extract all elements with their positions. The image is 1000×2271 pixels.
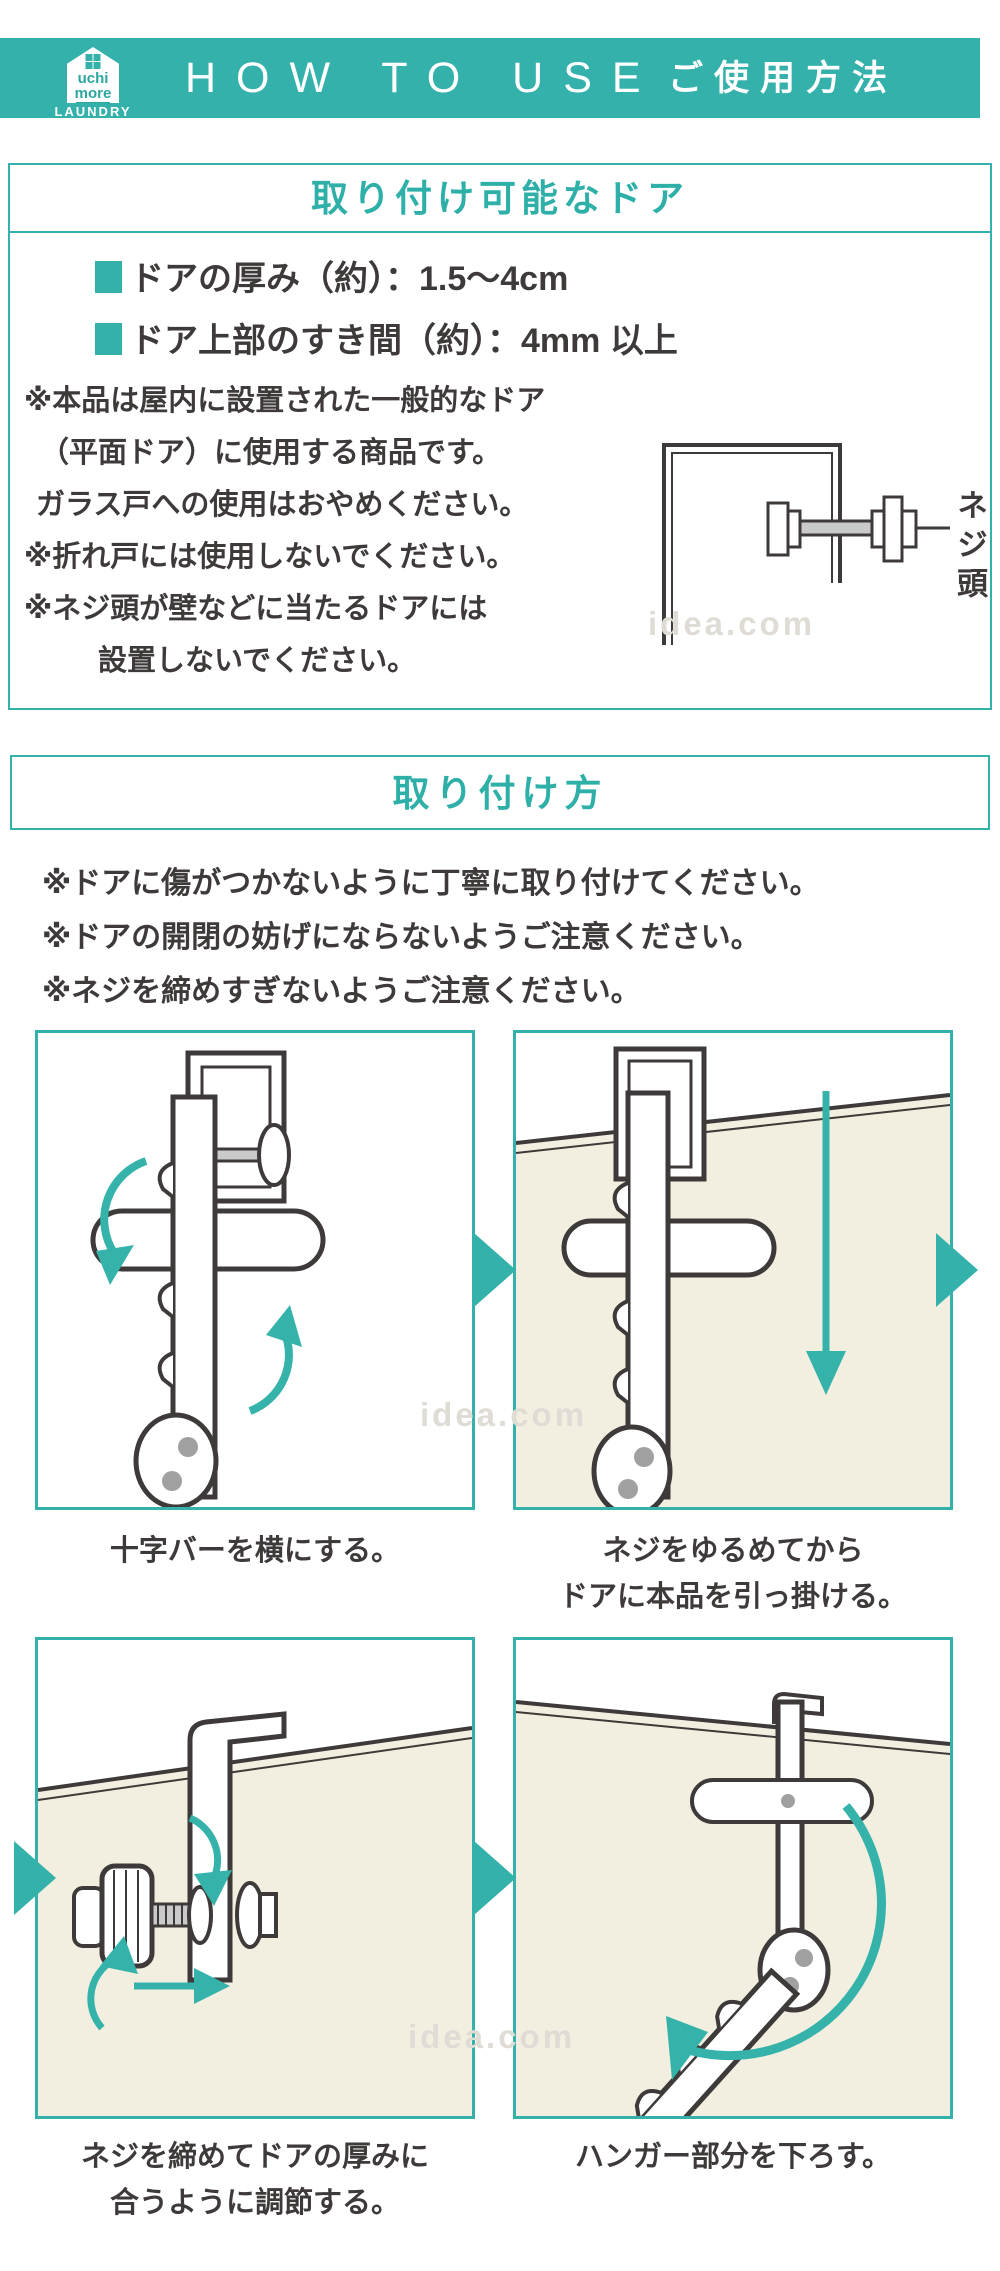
watermark: idea.com bbox=[420, 1396, 588, 1433]
section1-note-line: （平面ドア）に使用する商品です。 bbox=[40, 437, 502, 469]
step3-illustration bbox=[38, 1711, 472, 2116]
logo-word-uchi: uchi bbox=[77, 70, 109, 87]
spec-door-thickness: ドアの厚み（約）：1.5〜4cm bbox=[95, 251, 568, 300]
section1-note-line: ※ネジ頭が壁などに当たるドアには bbox=[24, 593, 488, 625]
rotate-arrow-icon bbox=[87, 1936, 138, 2031]
section1-note-line: ガラス戸への使用はおやめください。 bbox=[36, 489, 529, 521]
bullet-square-icon bbox=[95, 261, 122, 293]
spec-door-gap: ドア上部のすき間（約）：4mm 以上 bbox=[95, 313, 678, 362]
step2-illustration bbox=[516, 1046, 950, 1507]
logo-sub-label: LAUNDRY bbox=[54, 104, 132, 119]
section2-note-line: ※ネジを締めすぎないようご注意ください。 bbox=[42, 975, 641, 1008]
section2-title-box: 取り付け方 bbox=[10, 755, 990, 830]
uchimore-logo: uchi more bbox=[67, 47, 119, 103]
section2-note-line: ※ドアに傷がつかないように丁寧に取り付けてください。 bbox=[42, 867, 820, 900]
step4-illustration bbox=[516, 1691, 950, 2116]
swing-arrow-icon bbox=[666, 1803, 886, 2080]
screw-head-label: ネジ頭 bbox=[952, 489, 987, 606]
step1-caption: 十字バーを横にする。 bbox=[109, 1535, 401, 1567]
step2-caption: ネジをゆるめてから ドアに本品を引っ掛ける。 bbox=[558, 1535, 907, 1613]
section2-title: 取り付け方 bbox=[392, 773, 608, 814]
rotate-arrow-icon bbox=[96, 1157, 148, 1285]
section2-note-line: ※ドアの開閉の妨げにならないようご注意ください。 bbox=[42, 921, 761, 954]
page-title-en: HOW TO USE bbox=[185, 54, 661, 102]
section1-note-line: ※本品は屋内に設置された一般的なドア bbox=[24, 385, 546, 417]
logo-rule bbox=[76, 102, 110, 103]
right-arrow-icon bbox=[134, 1968, 230, 2004]
section1-note-line: ※折れ戸には使用しないでください。 bbox=[24, 541, 516, 573]
flow-arrow-icon bbox=[474, 1233, 516, 1307]
door-frame-screw-icon bbox=[662, 443, 950, 645]
down-arrow-icon bbox=[806, 1091, 846, 1395]
flow-arrow-icon bbox=[474, 1841, 516, 1915]
page-title-ja: ご使用方法 bbox=[668, 59, 899, 98]
header-bar: uchi more LAUNDRY HOW TO USE ご使用方法 bbox=[0, 38, 980, 119]
logo-word-more: more bbox=[74, 85, 112, 102]
watermark: idea.com bbox=[408, 2018, 576, 2055]
step2-panel bbox=[513, 1030, 953, 1510]
flow-arrow-icon bbox=[936, 1233, 978, 1307]
rotate-arrow-icon bbox=[188, 1814, 232, 1906]
section1-note-line: 設置しないでください。 bbox=[98, 645, 417, 677]
step3-panel bbox=[35, 1637, 475, 2119]
section-attachable-doors: 取り付け可能なドア ドアの厚み（約）：1.5〜4cm ドア上部のすき間（約）：4… bbox=[8, 163, 992, 710]
flow-arrow-icon bbox=[14, 1841, 56, 1915]
watermark: idea.com bbox=[648, 605, 816, 642]
step4-panel bbox=[513, 1637, 953, 2119]
bullet-square-icon bbox=[95, 323, 122, 355]
section1-title: 取り付け可能なドア bbox=[10, 165, 990, 233]
door-frame-screw-clamp-diagram: ネジ頭 idea.com bbox=[640, 433, 988, 695]
step4-caption: ハンガー部分を下ろす。 bbox=[574, 2141, 892, 2173]
step3-caption: ネジを締めてドアの厚みに 合うように調節する。 bbox=[80, 2141, 429, 2219]
step1-illustration bbox=[90, 1050, 326, 1507]
rotate-arrow-icon bbox=[248, 1305, 302, 1415]
step1-panel bbox=[35, 1030, 475, 1510]
window-icon bbox=[85, 54, 101, 69]
